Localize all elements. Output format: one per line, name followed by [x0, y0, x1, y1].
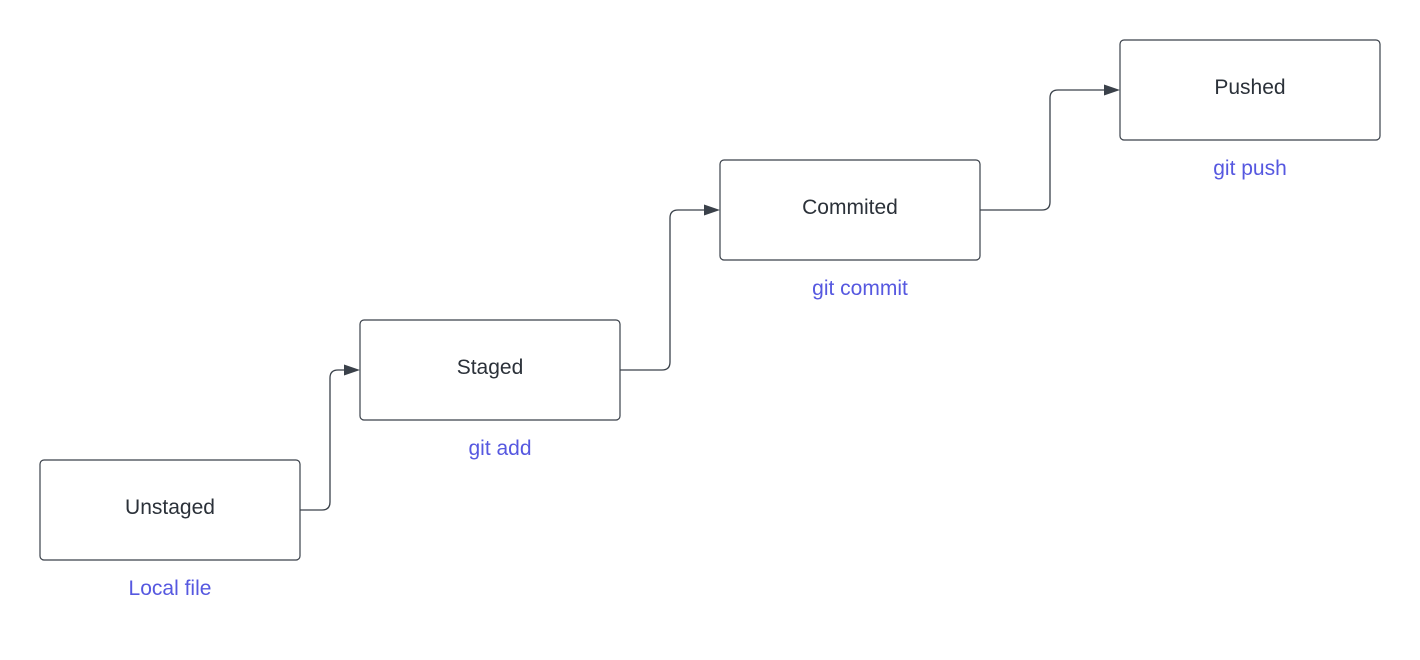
node-caption: git add [468, 437, 531, 460]
node-label: Staged [457, 356, 524, 379]
node-commited[interactable]: Commited git commit [719, 159, 981, 300]
connectors [300, 84, 1120, 511]
node-box [359, 319, 621, 421]
node-label: Unstaged [125, 496, 215, 519]
connector-line [980, 89, 1106, 211]
arrowhead-icon [344, 364, 360, 376]
arrowhead-icon [704, 204, 720, 216]
node-caption: Local file [129, 577, 212, 600]
node-caption: git push [1213, 157, 1287, 180]
arrowhead-icon [1104, 84, 1120, 96]
edge-commited-to-pushed [980, 84, 1120, 211]
node-staged[interactable]: Staged git add [359, 319, 621, 460]
connector-line [620, 209, 706, 371]
edge-unstaged-to-staged [300, 364, 360, 511]
node-caption: git commit [812, 277, 908, 300]
node-label: Pushed [1214, 76, 1285, 99]
node-box [719, 159, 981, 261]
node-label: Commited [802, 196, 898, 219]
node-box [1119, 39, 1381, 141]
node-box [39, 459, 301, 561]
node-pushed[interactable]: Pushed git push [1119, 39, 1381, 180]
node-unstaged[interactable]: Unstaged Local file [39, 459, 301, 600]
edge-staged-to-commited [620, 204, 720, 371]
connector-line [300, 369, 346, 511]
